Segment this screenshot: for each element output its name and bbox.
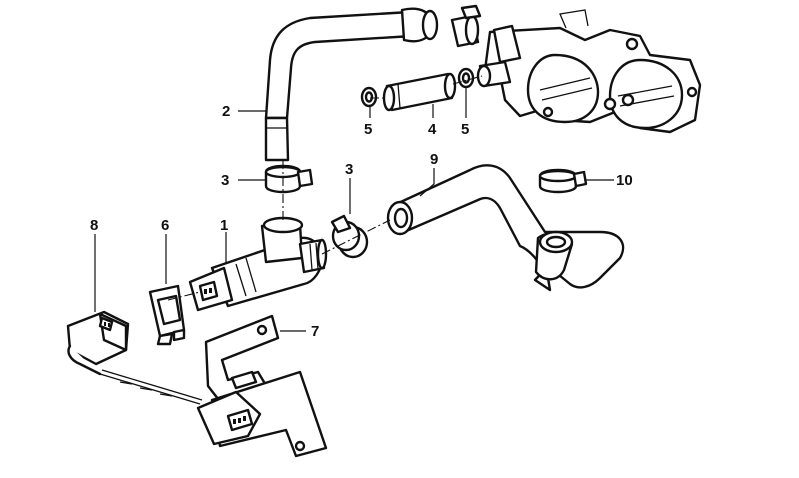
hose-clamp-right bbox=[330, 214, 369, 259]
leader-lines bbox=[94, 87, 614, 332]
hose-upper bbox=[264, 7, 439, 162]
hose-clamp-10 bbox=[538, 168, 588, 194]
callout-7: 7 bbox=[311, 323, 319, 340]
hose-clamp-top bbox=[450, 4, 482, 48]
callout-3-left: 3 bbox=[221, 172, 229, 189]
callout-6: 6 bbox=[161, 217, 169, 234]
hose-clamp-upper bbox=[264, 164, 314, 194]
callout-2: 2 bbox=[222, 103, 230, 120]
throttle-body-housing bbox=[476, 9, 702, 134]
idle-control-valve bbox=[188, 216, 328, 312]
hose-long bbox=[386, 164, 625, 292]
o-ring-left bbox=[360, 86, 378, 108]
callout-labels: 1 2 3 3 4 5 5 6 7 8 9 10 bbox=[90, 103, 633, 340]
callout-8: 8 bbox=[90, 217, 98, 234]
callout-9: 9 bbox=[430, 151, 438, 168]
callout-5-right: 5 bbox=[461, 121, 469, 138]
callout-10: 10 bbox=[616, 172, 633, 189]
callout-3-right: 3 bbox=[345, 161, 353, 178]
rubber-mount bbox=[148, 284, 186, 346]
callout-1: 1 bbox=[220, 217, 228, 234]
o-ring-right bbox=[457, 67, 475, 89]
connecting-pipe bbox=[382, 72, 457, 112]
callout-5-left: 5 bbox=[364, 121, 372, 138]
callout-4: 4 bbox=[428, 121, 437, 138]
wiring-harness bbox=[66, 310, 262, 446]
assembly-axis-lines bbox=[167, 75, 483, 301]
